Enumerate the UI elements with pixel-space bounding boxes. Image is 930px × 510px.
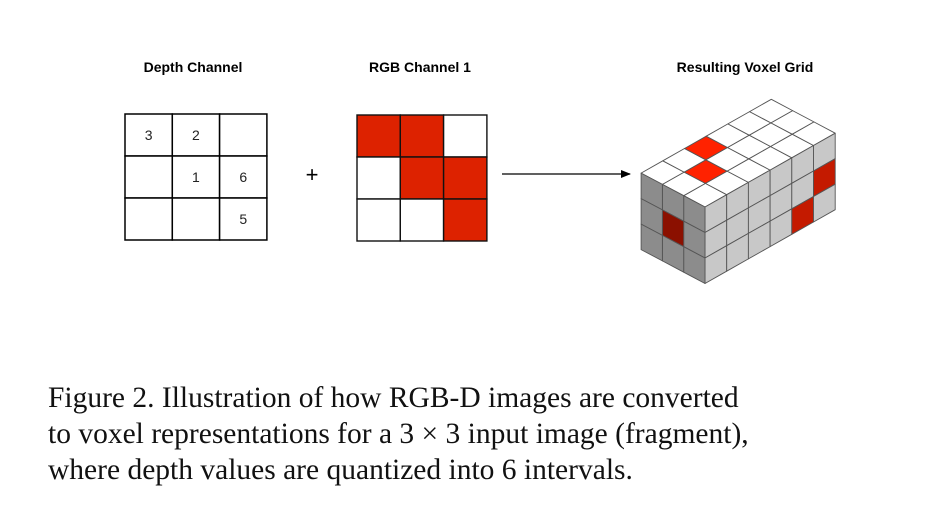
rgb-cell-active: [356, 114, 401, 158]
voxel-side: [640, 223, 663, 262]
rgb-cell-active: [399, 114, 445, 158]
figure-diagram: Depth Channel RGB Channel 1 Resulting Vo…: [124, 59, 836, 284]
depth-cell: [124, 113, 174, 157]
depth-cell: [171, 197, 221, 241]
depth-value: 5: [239, 211, 247, 227]
rgb-channel-title: RGB Channel 1: [369, 59, 471, 75]
depth-cell: [124, 197, 174, 241]
depth-value: 2: [192, 127, 200, 143]
rgb-cell-active: [442, 198, 488, 242]
caption-line: Figure 2. Illustration of how RGB-D imag…: [48, 382, 739, 414]
depth-channel-title: Depth Channel: [144, 59, 243, 75]
rgb-grid: [356, 114, 488, 242]
voxel-top: [749, 98, 794, 124]
rgb-cell-active: [442, 156, 488, 200]
rgb-cell-active: [399, 156, 445, 200]
rgb-cell-empty: [356, 198, 401, 242]
depth-cell: [218, 113, 268, 157]
depth-cell: [124, 155, 174, 199]
figure-caption: Figure 2. Illustration of how RGB-D imag…: [48, 380, 888, 488]
depth-cell: [218, 197, 268, 241]
rgb-cell-empty: [399, 198, 445, 242]
depth-value: 6: [239, 169, 247, 185]
rgb-cell-empty: [356, 156, 401, 200]
depth-value: 1: [192, 169, 200, 185]
depth-value: 3: [145, 127, 153, 143]
depth-cell: [218, 155, 268, 199]
rgb-cell-empty: [442, 114, 488, 158]
depth-grid: 3 2 1 6 5: [124, 113, 268, 241]
plus-operator: +: [306, 162, 319, 187]
voxel-front: [813, 183, 836, 223]
caption-line: to voxel representations for a 3 × 3 inp…: [48, 418, 749, 450]
voxel-grid: [640, 98, 836, 284]
caption-line: where depth values are quantized into 6 …: [48, 454, 633, 486]
voxel-grid-title: Resulting Voxel Grid: [677, 59, 814, 75]
